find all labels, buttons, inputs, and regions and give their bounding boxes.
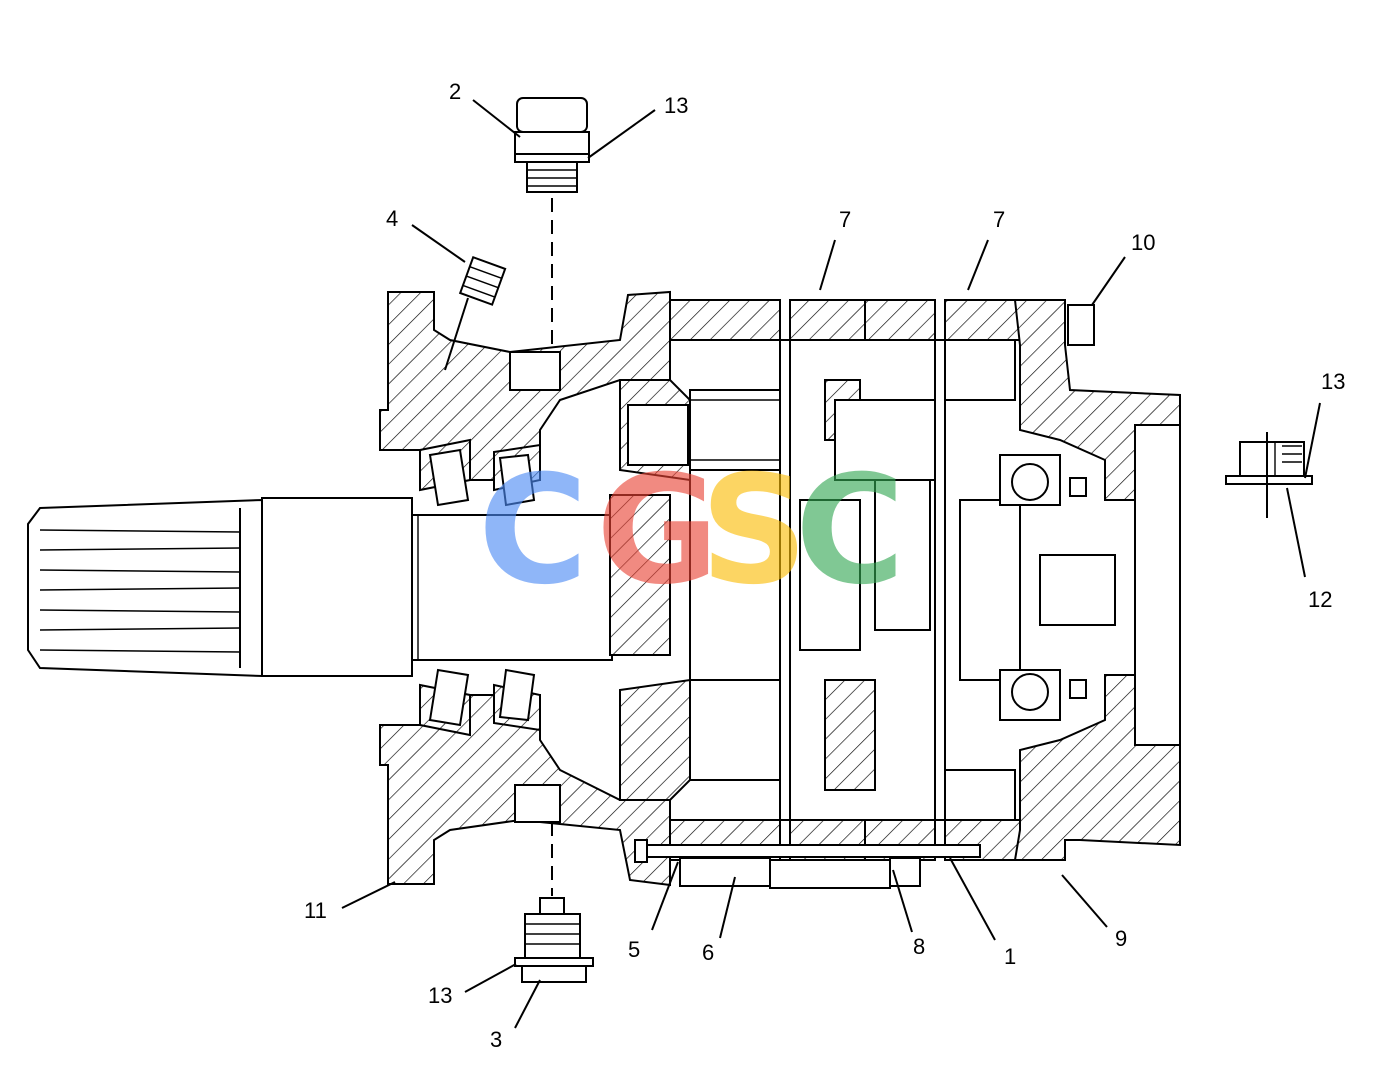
callout-4: 4 — [386, 206, 398, 231]
ring-gear-stage-3 — [944, 299, 1021, 861]
plug-2 — [514, 97, 590, 193]
bolt-assembly — [634, 839, 981, 889]
callout-7-right: 7 — [993, 207, 1005, 232]
plug-top-right — [1067, 304, 1095, 346]
output-shaft — [27, 497, 613, 678]
callout-12: 12 — [1308, 587, 1332, 612]
callout-2: 2 — [449, 79, 461, 104]
ring-gear-stage-2 — [789, 299, 946, 861]
callout-13-right: 13 — [1321, 369, 1345, 394]
taper-roller-bearing-bottom — [419, 668, 541, 737]
callout-13-bottom: 13 — [428, 983, 452, 1008]
watermark: C G S C — [478, 444, 905, 618]
plug-3 — [514, 897, 594, 983]
callout-1: 1 — [1004, 944, 1016, 969]
callout-6: 6 — [702, 940, 714, 965]
watermark-letter-4: C — [795, 444, 905, 618]
callout-3: 3 — [490, 1027, 502, 1052]
callout-8: 8 — [913, 934, 925, 959]
callout-10: 10 — [1131, 230, 1155, 255]
end-housing — [959, 299, 1181, 861]
plug-4-axis — [444, 297, 469, 371]
watermark-letter-2: G — [596, 444, 719, 618]
planet-carrier-stage-1 — [609, 339, 791, 821]
plug-4 — [458, 255, 507, 306]
plug-12 — [1225, 432, 1313, 518]
callout-7-left: 7 — [839, 207, 851, 232]
callout-13-top: 13 — [664, 93, 688, 118]
taper-roller-bearing-top — [419, 438, 541, 507]
callout-11: 11 — [304, 898, 327, 923]
watermark-letter-1: C — [478, 444, 588, 618]
watermark-letter-3: S — [700, 444, 808, 618]
ring-gear-stage-1 — [619, 299, 781, 861]
leader-lines — [341, 99, 1321, 1029]
callout-5: 5 — [628, 937, 640, 962]
housing — [379, 290, 671, 887]
callout-9: 9 — [1115, 926, 1127, 951]
